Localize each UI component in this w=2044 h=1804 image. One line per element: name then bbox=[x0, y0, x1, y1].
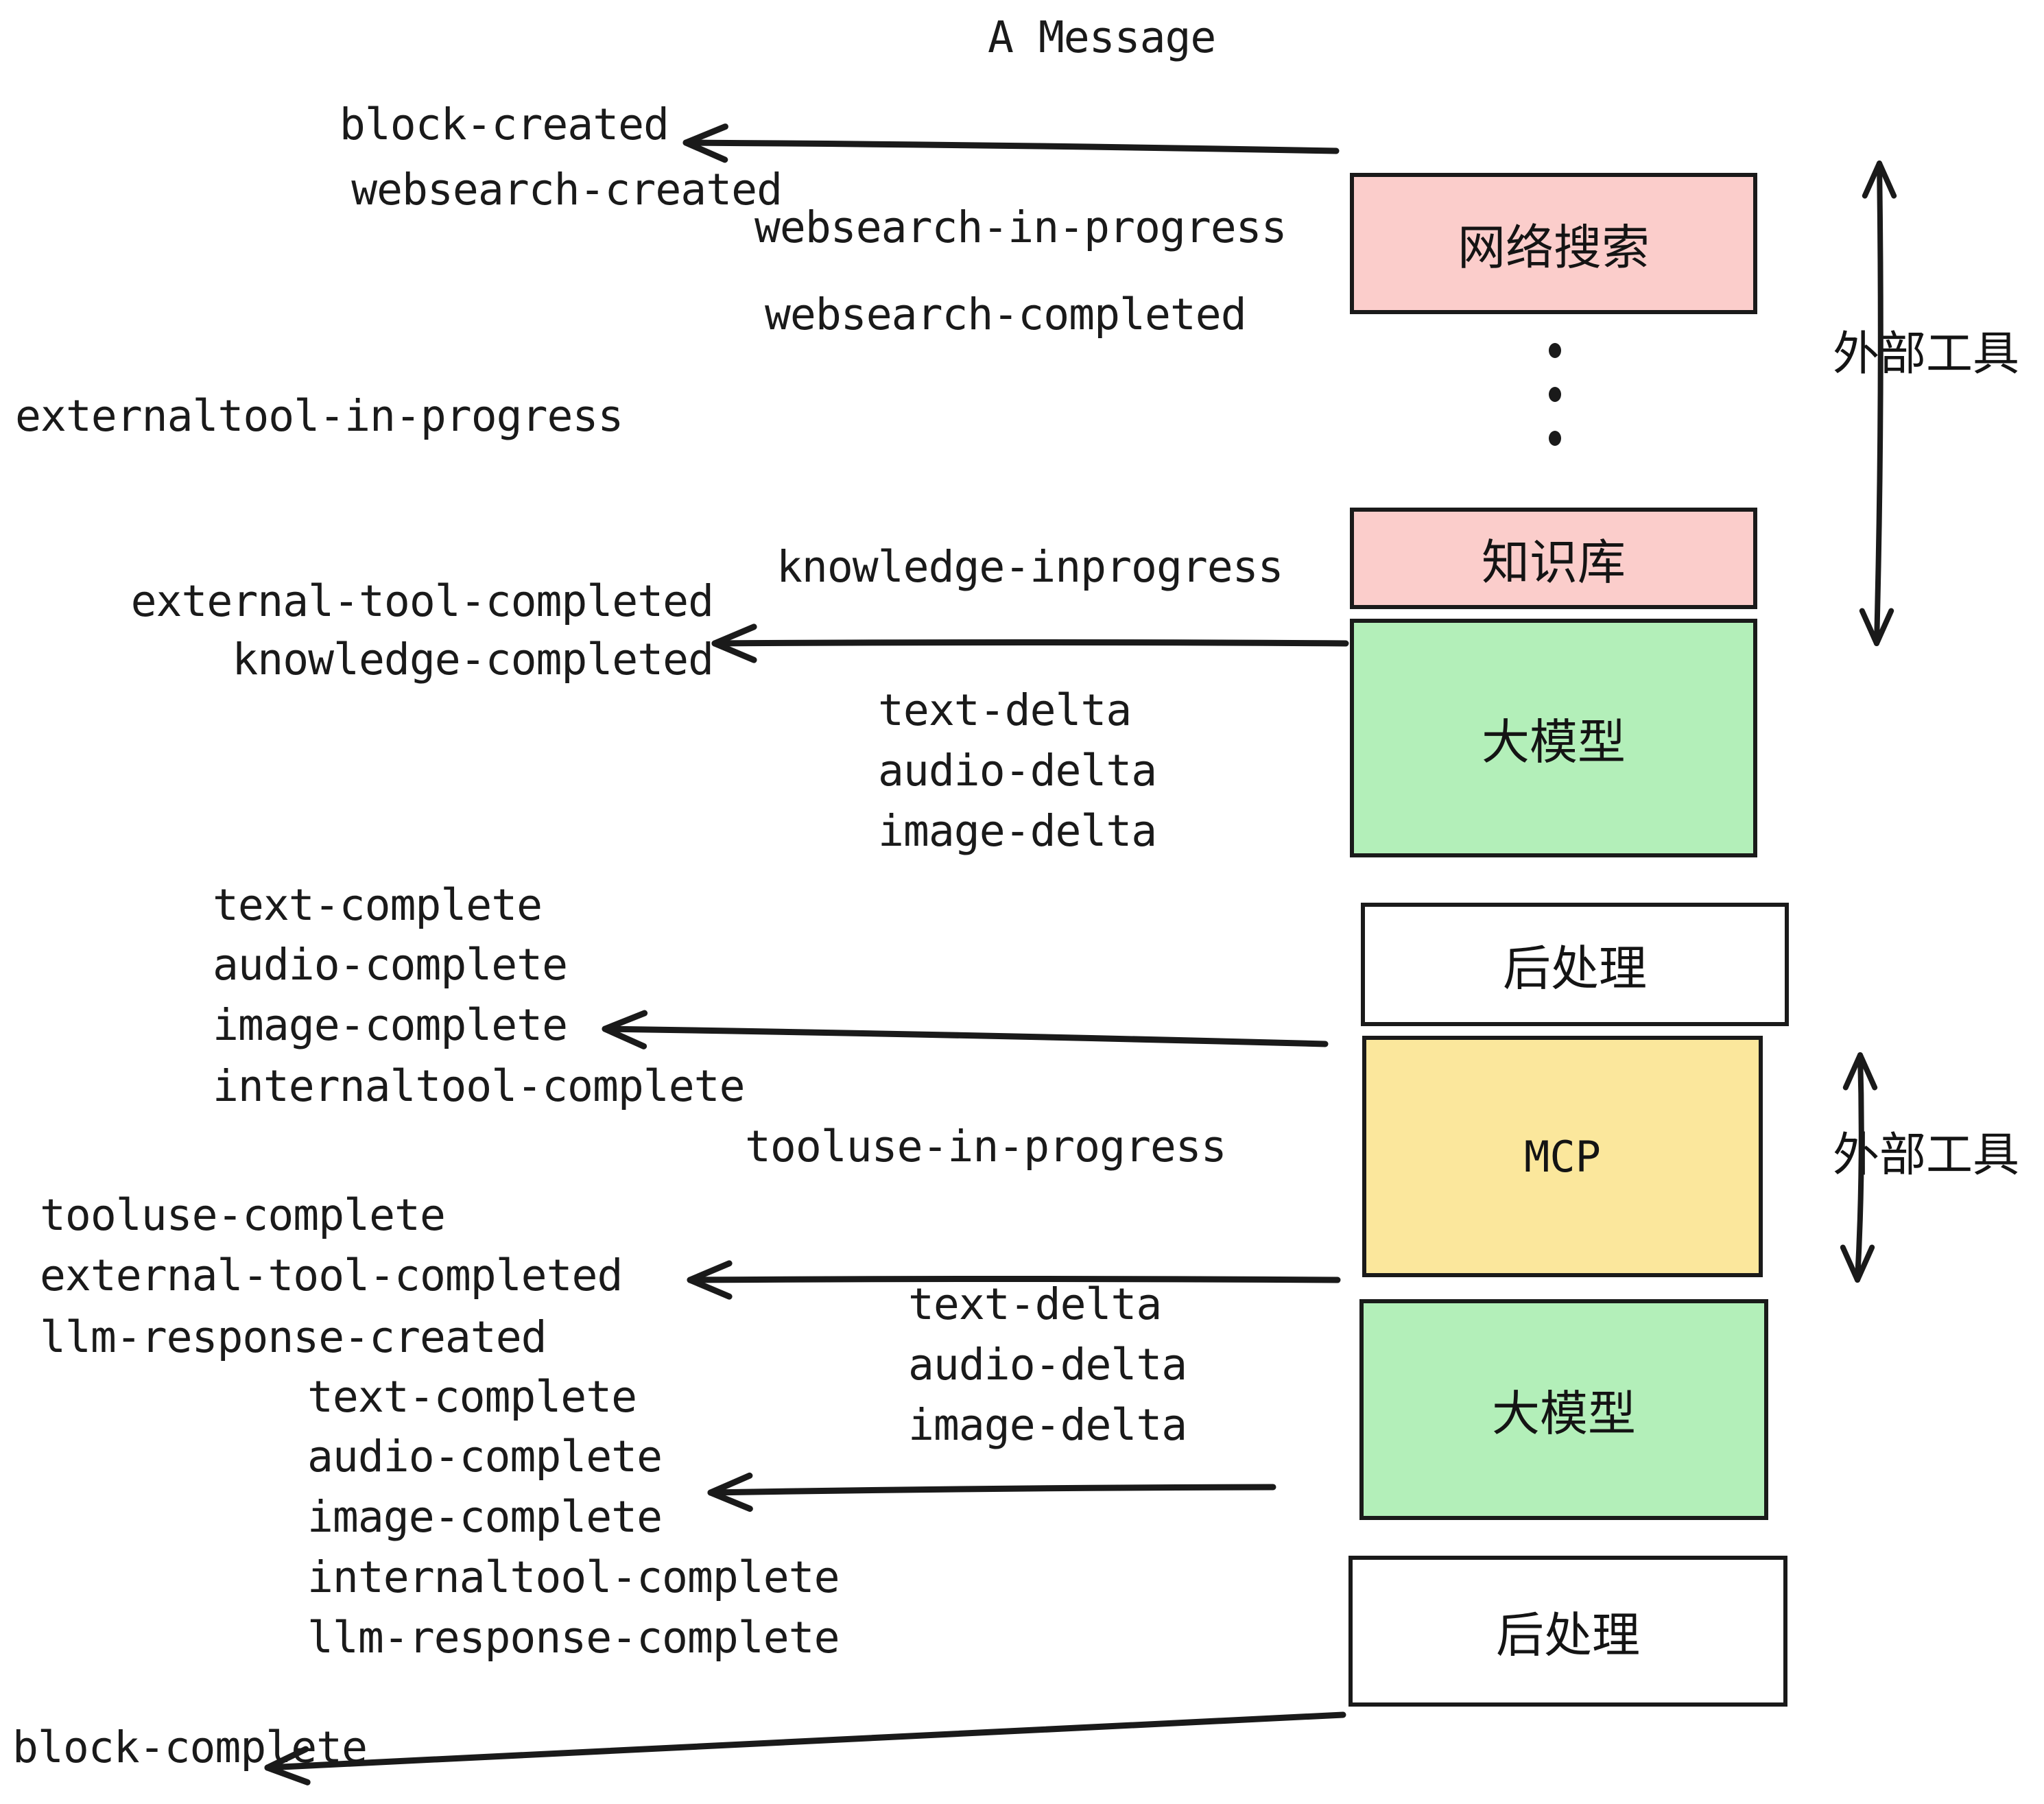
event-label: external-tool-completed bbox=[40, 1250, 623, 1301]
arrow-head bbox=[602, 1010, 648, 1049]
node-knowledge[interactable]: 知识库 bbox=[1350, 508, 1757, 609]
ext-tool-scope-top bbox=[1859, 161, 1897, 646]
event-label: externaltool-in-progress bbox=[15, 391, 623, 441]
scope-label-ext-tool-bottom: 外部工具 bbox=[1833, 1128, 2020, 1183]
event-label: image-delta bbox=[878, 806, 1157, 856]
node-postproc-2[interactable]: 后处理 bbox=[1348, 1556, 1787, 1707]
arrow-image-complete bbox=[602, 1010, 1329, 1049]
arrow-shaft bbox=[682, 139, 1340, 154]
event-label: websearch-completed bbox=[765, 289, 1247, 340]
ellipsis-dot bbox=[1549, 387, 1561, 402]
node-websearch[interactable]: 网络搜索 bbox=[1350, 173, 1757, 314]
event-label: text-complete bbox=[213, 880, 543, 930]
scope-head-up bbox=[1842, 1052, 1878, 1091]
scope-label-ext-tool-top: 外部工具 bbox=[1833, 327, 2020, 381]
node-postproc-1[interactable]: 后处理 bbox=[1361, 903, 1789, 1026]
event-label: internaltool-complete bbox=[307, 1552, 840, 1602]
event-label: image-complete bbox=[307, 1492, 663, 1542]
vertical-ellipsis-icon bbox=[1549, 343, 1561, 446]
event-label: block-complete bbox=[12, 1722, 368, 1772]
arrow-audio-complete bbox=[707, 1472, 1276, 1512]
event-label: block-created bbox=[339, 99, 669, 150]
event-label: llm-response-created bbox=[40, 1312, 547, 1362]
event-label: audio-delta bbox=[878, 746, 1157, 796]
event-label: websearch-in-progress bbox=[754, 202, 1287, 252]
arrow-shaft bbox=[707, 1484, 1276, 1496]
ellipsis-dot bbox=[1549, 343, 1561, 358]
node-mcp[interactable]: MCP bbox=[1362, 1036, 1763, 1277]
arrow-shaft bbox=[264, 1711, 1346, 1771]
arrow-shaft bbox=[602, 1025, 1329, 1047]
node-llm-1[interactable]: 大模型 bbox=[1350, 619, 1757, 857]
page-title: A Message bbox=[988, 12, 1216, 62]
event-label: llm-response-complete bbox=[307, 1613, 840, 1663]
event-label: tooluse-in-progress bbox=[745, 1121, 1227, 1172]
event-label: internaltool-complete bbox=[213, 1061, 746, 1111]
scope-head-down bbox=[1859, 608, 1894, 646]
event-label: external-tool-completed bbox=[130, 576, 714, 626]
arrow-head bbox=[682, 123, 728, 163]
event-label: knowledge-completed bbox=[232, 634, 714, 685]
event-label: knowledge-inprogress bbox=[776, 542, 1284, 592]
scope-head-up bbox=[1862, 161, 1897, 199]
event-label: audio-delta bbox=[908, 1340, 1187, 1390]
event-label: websearch-created bbox=[351, 165, 783, 215]
event-label: tooluse-complete bbox=[40, 1190, 446, 1240]
event-label: audio-complete bbox=[213, 940, 568, 990]
arrow-head bbox=[707, 1472, 753, 1512]
arrow-head bbox=[687, 1260, 733, 1300]
arrow-knowledge-done bbox=[711, 624, 1349, 663]
event-label: text-delta bbox=[908, 1279, 1162, 1329]
event-label: audio-complete bbox=[307, 1432, 663, 1482]
event-label: image-complete bbox=[213, 1000, 568, 1050]
ellipsis-dot bbox=[1549, 431, 1561, 446]
node-llm-2[interactable]: 大模型 bbox=[1359, 1299, 1768, 1520]
event-label: image-delta bbox=[908, 1400, 1187, 1450]
event-label: text-delta bbox=[878, 685, 1132, 735]
event-label: text-complete bbox=[307, 1372, 637, 1422]
scope-head-down bbox=[1840, 1244, 1875, 1283]
arrow-shaft bbox=[711, 639, 1349, 647]
scope-shaft bbox=[1874, 161, 1883, 646]
arrow-block-complete bbox=[264, 1711, 1346, 1785]
arrow-head bbox=[711, 624, 757, 663]
arrow-block-created bbox=[682, 123, 1340, 163]
